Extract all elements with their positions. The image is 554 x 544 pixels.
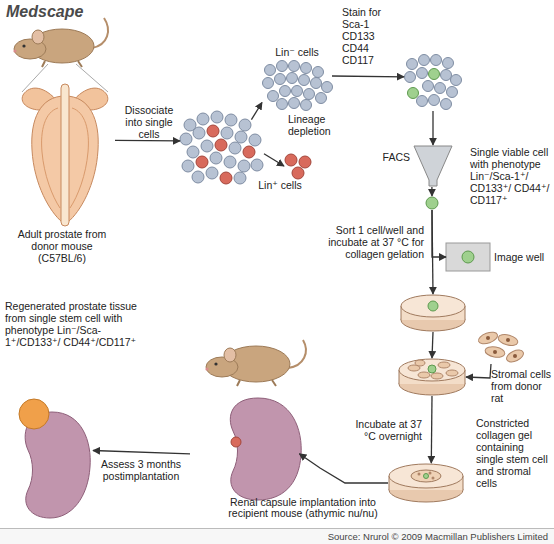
flow-arrow	[431, 187, 432, 196]
culture-dish	[400, 294, 466, 332]
stained-cells	[405, 55, 462, 110]
flow-arrow	[432, 111, 433, 145]
node-text: Image well	[494, 251, 552, 263]
logo-text: Medscape	[6, 3, 126, 21]
edge-label: Stain for Sca-1 CD133 CD44 CD117	[342, 6, 398, 66]
image-well	[446, 243, 490, 271]
node-text: Single viable cell with phenotype Lin⁻/S…	[470, 146, 552, 206]
culture-dish	[399, 359, 465, 395]
stem-cells	[408, 69, 440, 99]
flow-arrow	[93, 451, 190, 454]
image-well: Image well	[446, 243, 490, 271]
node-text: Stromal cells from donor rat	[491, 368, 553, 404]
cell-cluster: Lin⁺ cells	[284, 152, 314, 180]
cell-cluster	[404, 54, 462, 111]
edge-label: Dissociate into single cells	[116, 104, 182, 140]
cell-cluster	[180, 111, 263, 184]
lineage-negative-cells	[263, 61, 333, 111]
stromal-cells: Stromal cells from donor rat	[476, 330, 526, 364]
single-stem-cell	[462, 251, 474, 263]
edge-label: Lineage depletion	[288, 113, 348, 137]
flow-arrow	[432, 332, 433, 358]
flow-arrow	[299, 454, 388, 483]
prostate-illustration	[22, 84, 108, 226]
lineage-positive-cells	[285, 154, 311, 179]
nuclei	[486, 336, 517, 358]
flow-arrow	[115, 140, 180, 142]
lineage-positive-cells	[196, 125, 255, 184]
cell-cluster: Lin⁻ cells	[262, 60, 332, 110]
node-text: Adult prostate from donor mouse (C57BL/6…	[12, 228, 112, 264]
culture-dish	[398, 358, 466, 396]
culture-dish	[401, 295, 465, 331]
flow-arrow	[332, 75, 404, 77]
facs-funnel	[414, 146, 452, 186]
edge-label: Assess 3 months postimplantation	[92, 458, 190, 482]
edge-label: Renal capsule implantation into recipien…	[228, 497, 378, 519]
flow-arrow	[432, 210, 433, 294]
flow-arrow	[431, 396, 433, 463]
stromal-cells	[477, 330, 525, 364]
flow-arrow	[264, 154, 284, 166]
kidney	[19, 399, 90, 518]
facs-funnel: FACS	[414, 145, 452, 187]
single-stem-cell	[426, 197, 438, 209]
recipient-mouse	[205, 340, 305, 386]
kidney	[230, 398, 301, 500]
illustration-group: Adult prostate from donor mouse (C57BL/6…	[10, 12, 115, 226]
node-text: Lin⁻ cells	[262, 46, 332, 58]
collagen-gel-dish: Constricted collagen gel containing sing…	[388, 463, 464, 503]
regenerated-kidney: Regenerated prostate tissue from single …	[5, 392, 93, 522]
flow-arrow	[251, 103, 262, 120]
source-note: Source: Nrurol © 2009 Macmillan Publishe…	[180, 531, 548, 543]
flow-arrow	[432, 210, 446, 257]
cell-cluster	[180, 112, 264, 188]
edge-label: Sort 1 cell/well and incubate at 37 °C f…	[326, 224, 424, 260]
node-text: Lin⁺ cells	[240, 179, 320, 191]
recipient-mouse	[190, 330, 305, 502]
single-cell: Single viable cell with phenotype Lin⁻/S…	[425, 196, 439, 210]
node-text: FACS	[374, 151, 410, 163]
node-text: Regenerated prostate tissue from single …	[5, 300, 155, 348]
flow-arrow	[466, 364, 491, 378]
donor-mouse	[13, 18, 108, 67]
node-text: Constricted collagen gel containing sing…	[476, 417, 552, 489]
edge-label: Incubate at 37 °C overnight	[342, 418, 422, 442]
collagen-gel-dish	[389, 464, 463, 502]
